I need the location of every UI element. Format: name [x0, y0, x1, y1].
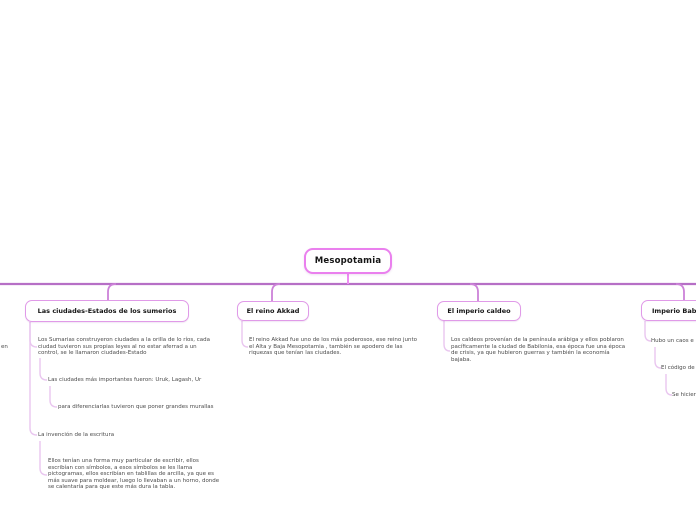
wire-murallas	[49, 386, 58, 408]
note-murallas[interactable]: para diferenciarlas tuvieron que poner g…	[58, 404, 214, 410]
branch-node-sumerios[interactable]: Las ciudades-Estados de los sumerios	[25, 300, 189, 322]
note-akkad-descripcion[interactable]: El reino Akkad fue uno de los más podero…	[249, 337, 418, 357]
branch-drop-akkad	[271, 283, 281, 301]
branch-drop-sumerios	[107, 283, 117, 300]
wire-pictogramas	[39, 441, 48, 476]
note-invencion-escritura[interactable]: La invención de la escritura	[38, 432, 115, 438]
branch-label: El imperio caldeo	[447, 307, 511, 315]
branch-node-caldeo[interactable]: El imperio caldeo	[437, 301, 521, 321]
note-codigo[interactable]: El código de	[661, 365, 695, 371]
note-caldeo-descripcion[interactable]: Los caldeos provenían de la península ar…	[451, 337, 626, 363]
branch-label: Las ciudades-Estados de los sumerios	[37, 307, 177, 315]
note-babilonia-caos[interactable]: Hubo un caos e	[651, 338, 694, 344]
branch-drop-babilonico	[675, 283, 685, 300]
clipped-text-left-edge[interactable]: en	[1, 344, 8, 350]
branch-node-babilonico[interactable]: Imperio Babil	[641, 300, 696, 321]
note-ciudades-importantes[interactable]: Las ciudades más importantes fueron: Uru…	[48, 377, 202, 383]
branch-node-akkad[interactable]: El reino Akkad	[237, 301, 309, 321]
note-pictogramas[interactable]: Ellos tenían una forma muy particular de…	[48, 458, 220, 491]
wire-akkad-nota	[241, 321, 249, 348]
wire-sumerios-nota2	[29, 322, 38, 436]
root-node-label: Mesopotamia	[314, 256, 382, 266]
branch-label: El reino Akkad	[246, 307, 300, 315]
note-se-hicieron[interactable]: Se hicier	[672, 392, 696, 398]
branch-label: Imperio Babil	[652, 306, 696, 315]
root-node-mesopotamia[interactable]: Mesopotamia	[304, 248, 392, 274]
wire-ciudades-importantes	[39, 358, 48, 381]
wire-caldeo-nota	[443, 321, 451, 352]
branch-drop-caldeo	[469, 283, 479, 301]
note-ciudades-construccion[interactable]: Los Sumarias construyeron ciudades a la …	[38, 337, 210, 357]
wire-sumerios-nota1	[29, 322, 38, 348]
